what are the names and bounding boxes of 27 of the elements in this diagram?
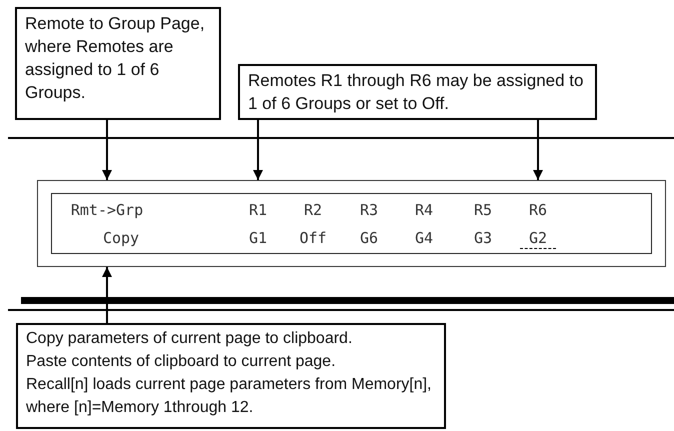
- display-text: R4: [414, 201, 434, 219]
- callout-text: Copy parameters of current page to clipboard.: [26, 329, 354, 349]
- display-text: R6: [528, 201, 548, 219]
- display-text: G4: [414, 229, 434, 247]
- display-text: R3: [360, 201, 378, 219]
- arrow: [253, 120, 263, 180]
- callout-box: [238, 64, 597, 120]
- arrow: [533, 120, 543, 180]
- callout-text: Paste contents of clipboard to current page.: [26, 352, 337, 372]
- display-text: R2: [304, 201, 322, 219]
- callout-text: Remotes R1 through R6 may be assigned to 1 of 6 Groups or set to Off.: [248, 70, 584, 115]
- callout-text: Remote to Group Page, where Remotes are assigned to 1 of 6 Groups.: [25, 13, 206, 104]
- display-text: G6: [360, 229, 378, 247]
- display-text: G1: [248, 229, 268, 247]
- arrow: [102, 267, 112, 323]
- callout-box: [15, 7, 221, 120]
- lcd-display-panel: [37, 180, 666, 267]
- arrow: [102, 120, 112, 180]
- callout-text: Recall[n] loads current page parameters from Memory[n], where [n]=Memory 1through 12.: [26, 375, 432, 418]
- display-text: Off: [299, 229, 327, 247]
- display-text: Copy: [102, 229, 140, 247]
- display-text: G3: [474, 229, 492, 247]
- display-text: R1: [248, 201, 268, 219]
- callout-box: [16, 323, 446, 429]
- display-text: G2: [528, 229, 548, 247]
- display-text: R5: [474, 201, 492, 219]
- display-text: Rmt->Grp: [70, 201, 144, 219]
